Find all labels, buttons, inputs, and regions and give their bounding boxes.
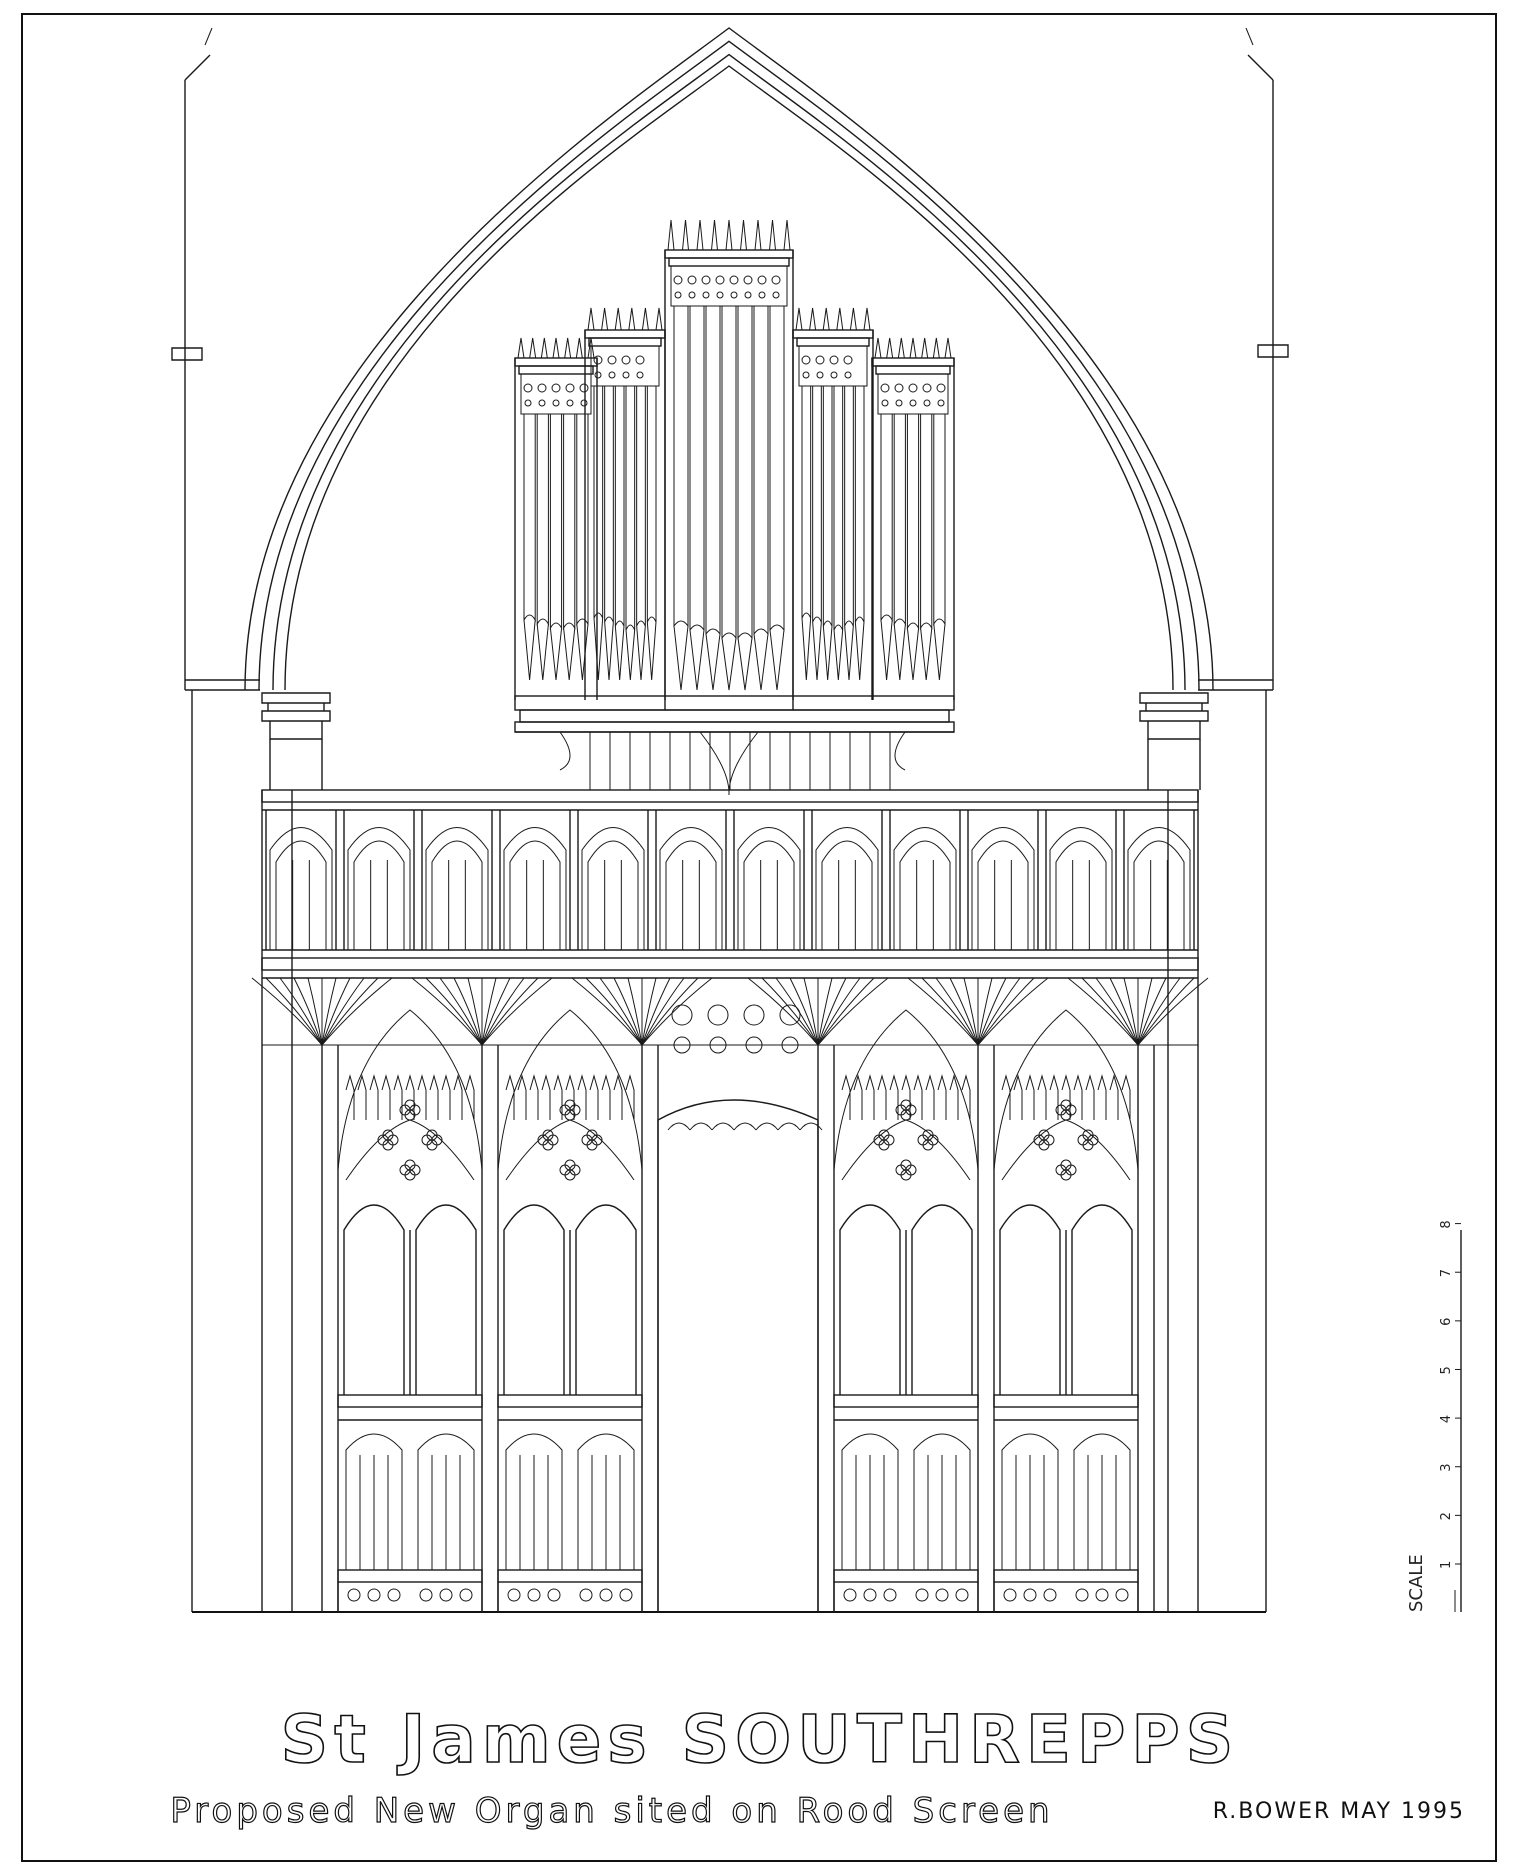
nave-walls: [171, 27, 1289, 690]
scale-tick-label: 6: [1439, 1318, 1454, 1326]
title-block: St James SOUTHREPPS Proposed New Organ s…: [170, 1700, 1465, 1831]
scale-tick-label: 8: [1439, 1220, 1454, 1228]
chancel-arch: [244, 27, 1214, 691]
scale-tick-label: 4: [1439, 1415, 1454, 1423]
sheet-border: [21, 13, 1497, 1862]
scale-tick-label: 7: [1439, 1269, 1454, 1277]
scale-tick-label: 3: [1439, 1463, 1454, 1471]
scale-bar: 1 2 3 4 5 6 7 8 SCALE: [1406, 1220, 1462, 1612]
drawing-title: St James SOUTHREPPS: [281, 1701, 1240, 1778]
rood-loft-gallery: [261, 789, 1199, 979]
rood-screen: [251, 977, 1209, 1612]
scale-tick-label: 2: [1439, 1512, 1454, 1520]
organ-case: [514, 219, 955, 796]
arch-capitals: [185, 679, 1273, 790]
drawing-author-date: R.BOWER MAY 1995: [1213, 1799, 1465, 1824]
scale-tick-label: 5: [1439, 1366, 1454, 1374]
side-piers: [191, 690, 1267, 1613]
scale-label: SCALE: [1406, 1554, 1427, 1612]
scale-tick-label: 1: [1439, 1561, 1454, 1569]
drawing-subtitle: Proposed New Organ sited on Rood Screen: [170, 1791, 1053, 1831]
